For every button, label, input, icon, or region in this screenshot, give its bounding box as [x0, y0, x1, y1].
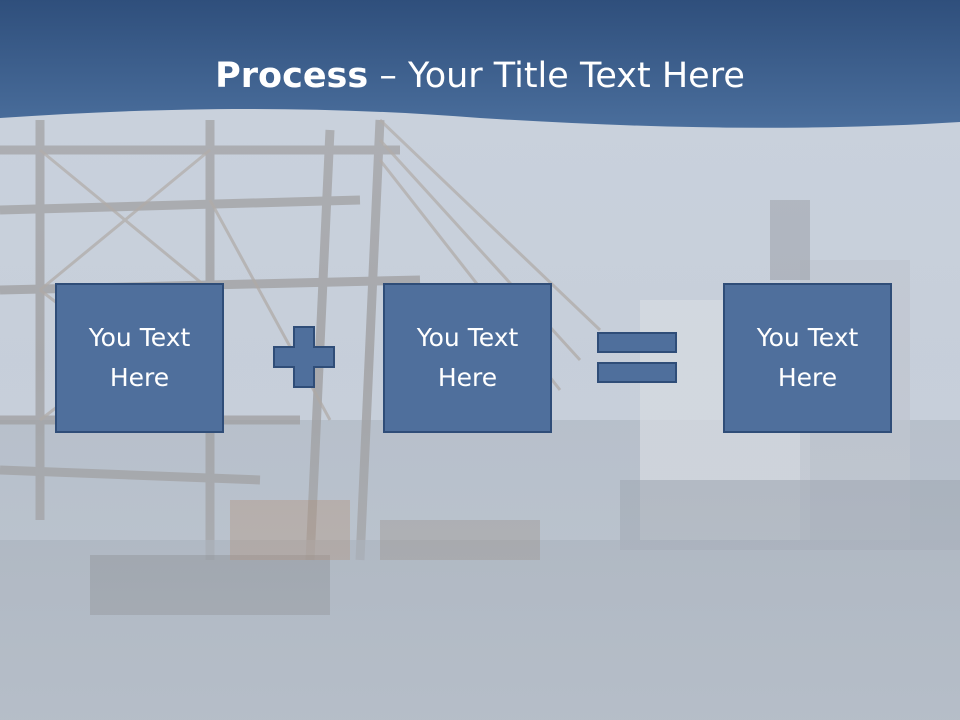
plus-icon — [273, 326, 335, 388]
title-rest: – Your Title Text Here — [368, 56, 745, 96]
header-band — [0, 0, 960, 128]
process-box-3[interactable]: You Text Here — [723, 283, 892, 433]
title-bold: Process — [215, 56, 369, 96]
process-box-1-text: You Text Here — [88, 323, 191, 392]
equals-icon — [597, 332, 677, 383]
process-box-3-text: You Text Here — [756, 323, 859, 392]
slide-title: Process – Your Title Text Here — [0, 54, 960, 98]
process-box-2[interactable]: You Text Here — [383, 283, 552, 433]
process-box-1[interactable]: You Text Here — [55, 283, 224, 433]
process-box-2-text: You Text Here — [416, 323, 519, 392]
